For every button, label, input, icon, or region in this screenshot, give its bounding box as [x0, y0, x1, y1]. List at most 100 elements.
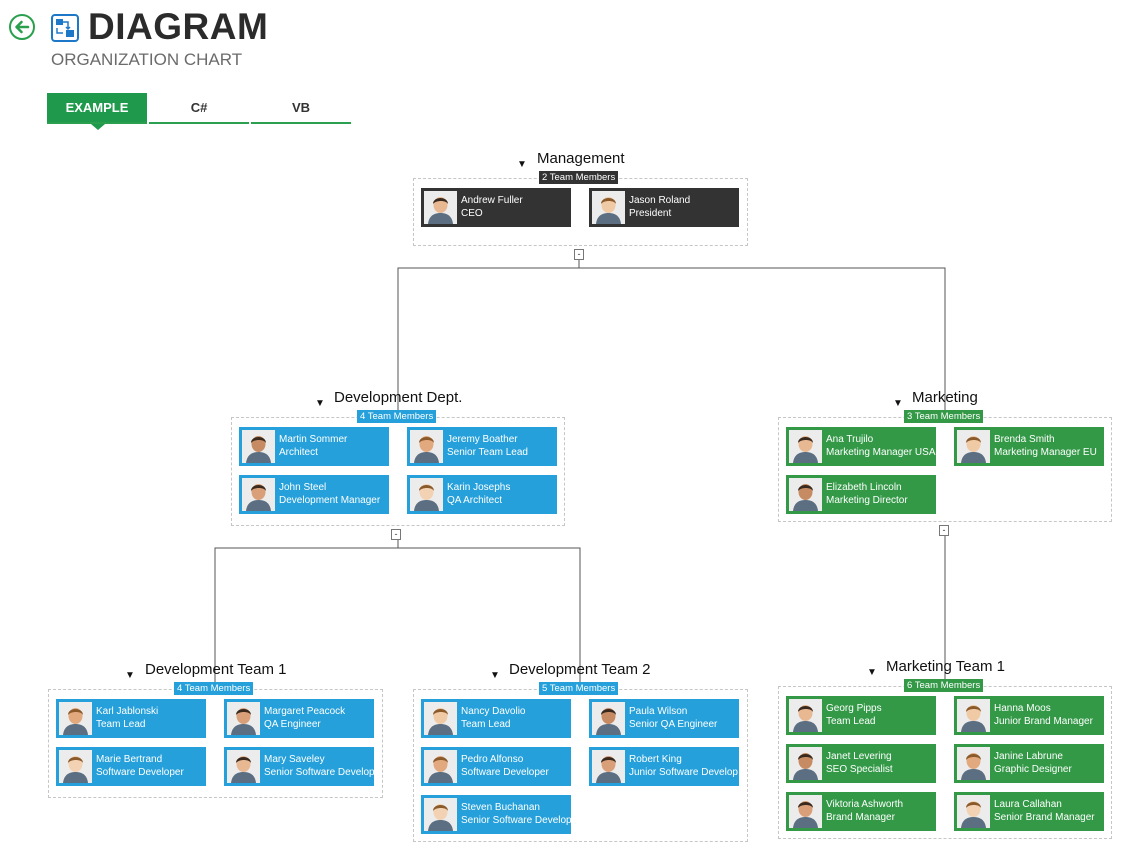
member-role: Graphic Designer [994, 764, 1072, 775]
collapse-button[interactable]: - [939, 525, 949, 536]
member-role: Brand Manager [826, 812, 895, 823]
expand-toggle-icon[interactable]: ▼ [315, 398, 325, 409]
member-name: Martin Sommer [279, 434, 348, 445]
person-photo-icon [410, 430, 443, 463]
member-role: Software Developer [461, 767, 549, 778]
person-photo-icon [592, 702, 625, 735]
person-photo-icon [242, 430, 275, 463]
member-role: President [629, 208, 672, 219]
member-role: CEO [461, 208, 483, 219]
person-photo-icon [957, 795, 990, 828]
member-name: Steven Buchanan [461, 802, 540, 813]
expand-toggle-icon[interactable]: ▼ [490, 670, 500, 681]
member-photo [957, 747, 990, 780]
member-role: Senior QA Engineer [629, 719, 718, 730]
member-photo [789, 747, 822, 780]
member-role: Team Lead [826, 716, 876, 727]
member-name: Mary Saveley [264, 754, 325, 765]
member-photo [789, 478, 822, 511]
person-photo-icon [424, 750, 457, 783]
team-count-badge: 3 Team Members [904, 410, 984, 423]
person-photo-icon [592, 750, 625, 783]
person-photo-icon [789, 747, 822, 780]
member-role: Development Manager [279, 495, 381, 506]
person-photo-icon [789, 699, 822, 732]
expand-toggle-icon[interactable]: ▼ [867, 667, 877, 678]
member-photo [410, 478, 443, 511]
member-role: Marketing Manager USA [826, 447, 936, 458]
group-title-management: Management [537, 150, 625, 167]
group-title-marketing: Marketing [912, 389, 978, 406]
expand-toggle-icon[interactable]: ▼ [125, 670, 135, 681]
member-role: Team Lead [96, 719, 146, 730]
member-photo [242, 478, 275, 511]
member-photo [957, 699, 990, 732]
member-name: Viktoria Ashworth [826, 799, 904, 810]
member-role: Senior Team Lead [447, 447, 528, 458]
person-photo-icon [424, 702, 457, 735]
expand-toggle-icon[interactable]: ▼ [517, 159, 527, 170]
person-photo-icon [227, 750, 260, 783]
member-role: Software Developer [96, 767, 184, 778]
member-photo [592, 750, 625, 783]
collapse-button[interactable]: - [574, 249, 584, 260]
member-name: Georg Pipps [826, 703, 882, 714]
group-title-marketing-team-1: Marketing Team 1 [886, 658, 1005, 675]
tab-csharp[interactable]: C# [149, 93, 249, 124]
member-role: Senior Software Develop [264, 767, 374, 778]
member-name: John Steel [279, 482, 327, 493]
person-photo-icon [789, 430, 822, 463]
member-photo [424, 191, 457, 224]
member-role: QA Architect [447, 495, 503, 506]
group-title-development-team-1: Development Team 1 [145, 661, 287, 678]
member-photo [424, 702, 457, 735]
back-button[interactable] [9, 14, 35, 40]
person-photo-icon [424, 191, 457, 224]
member-role: SEO Specialist [826, 764, 893, 775]
member-photo [410, 430, 443, 463]
arrow-left-icon [15, 20, 30, 34]
member-photo [789, 430, 822, 463]
member-name: Marie Bertrand [96, 754, 163, 765]
member-name: Ana Trujilo [826, 434, 874, 445]
tab-example[interactable]: EXAMPLE [47, 93, 147, 124]
member-role: Junior Software Develop [629, 767, 738, 778]
member-photo [957, 430, 990, 463]
collapse-button[interactable]: - [391, 529, 401, 540]
member-photo [424, 750, 457, 783]
person-photo-icon [592, 191, 625, 224]
expand-toggle-icon[interactable]: ▼ [893, 398, 903, 409]
person-photo-icon [227, 702, 260, 735]
member-photo [592, 191, 625, 224]
member-name: Pedro Alfonso [461, 754, 524, 765]
person-photo-icon [410, 478, 443, 511]
member-photo [424, 798, 457, 831]
member-name: Jeremy Boather [447, 434, 518, 445]
tab-vb[interactable]: VB [251, 93, 351, 124]
